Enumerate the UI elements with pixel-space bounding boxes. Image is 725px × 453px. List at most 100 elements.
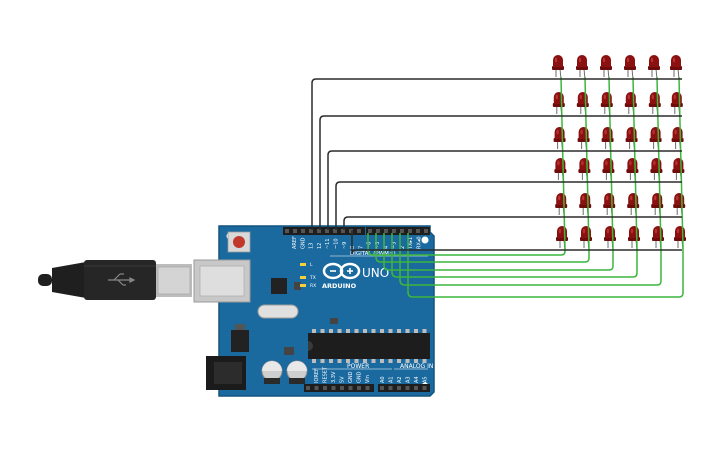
- digital-header-right[interactable]: [366, 227, 430, 235]
- digital-pin-label-15: RX◂0: [417, 236, 423, 249]
- capacitor: [261, 360, 283, 384]
- brand-name: ARDUINO: [322, 282, 357, 290]
- usb-cable-end: [38, 274, 52, 286]
- arduino-logo: ARDUINO UNO: [322, 262, 389, 290]
- atmega-chip: [308, 329, 430, 363]
- digital-pin-label-9: ~6: [367, 242, 373, 249]
- power-pin-label-6: Vin: [365, 375, 371, 383]
- led-r2-c5[interactable]: [648, 92, 661, 117]
- led-r5-c1[interactable]: [555, 193, 568, 218]
- led-r4-c6[interactable]: [672, 158, 685, 183]
- led-r2-c4[interactable]: [624, 92, 637, 117]
- analog-pin-label-3: A3: [406, 376, 412, 383]
- analog-label: ANALOG IN: [400, 363, 433, 370]
- led-r2-c6[interactable]: [670, 92, 683, 117]
- digital-pin-label-7: 8: [350, 246, 356, 249]
- power-pin-label-0: IOREF: [314, 368, 320, 383]
- led-label-rx: RX: [310, 283, 316, 289]
- led-r1-c3[interactable]: [600, 55, 612, 80]
- led-r4-c1[interactable]: [554, 158, 567, 183]
- led-r3-c4[interactable]: [625, 127, 638, 152]
- usb-controller-chip: [271, 278, 287, 294]
- digital-header-left[interactable]: [283, 227, 365, 235]
- digital-pin-label-13: 2: [400, 246, 406, 249]
- analog-pin-label-4: A4: [414, 376, 420, 383]
- led-r4-c2[interactable]: [578, 158, 591, 183]
- board-model: UNO: [362, 266, 389, 280]
- power-pin-label-2: 3.3V: [331, 371, 337, 383]
- led-r5-c2[interactable]: [579, 193, 592, 218]
- power-pin-label-4: GND: [348, 371, 354, 383]
- digital-pin-label-4: ~11: [325, 238, 331, 249]
- digital-pin-label-12: ~3: [392, 242, 398, 249]
- row-wires: [311, 78, 682, 255]
- led-label-tx: TX: [309, 275, 316, 281]
- mount-hole: [421, 236, 429, 244]
- digital-pin-label-6: ~9: [342, 242, 348, 249]
- analog-pin-label-1: A1: [389, 376, 395, 383]
- led-r1-c4[interactable]: [624, 55, 636, 80]
- power-label: POWER: [347, 363, 369, 370]
- led-r4-c3[interactable]: [602, 158, 615, 183]
- led-r6-c5[interactable]: [652, 226, 664, 251]
- capacitor: [286, 360, 308, 384]
- analog-pin-label-2: A2: [397, 376, 403, 383]
- usb-symbol-icon: [108, 273, 136, 286]
- led-r6-c4[interactable]: [628, 226, 640, 251]
- voltage-regulator: [231, 330, 249, 352]
- analog-header[interactable]: [378, 384, 430, 392]
- led-r3-c2[interactable]: [577, 127, 590, 152]
- digital-pin-label-5: ~10: [334, 238, 340, 249]
- led-r6-c1[interactable]: [556, 226, 568, 251]
- digital-pin-label-11: 4: [383, 246, 389, 249]
- led-matrix: [552, 55, 686, 251]
- usb-strain-relief: [52, 262, 86, 298]
- power-header[interactable]: [304, 384, 374, 392]
- led-r3-c3[interactable]: [601, 127, 614, 152]
- crystal-oscillator: [257, 304, 299, 319]
- onboard-leds: L TX RX: [300, 262, 316, 289]
- led-r6-c3[interactable]: [604, 226, 616, 251]
- led-r4-c5[interactable]: [650, 158, 663, 183]
- led-r6-c6[interactable]: [674, 226, 686, 251]
- led-r1-c2[interactable]: [576, 55, 588, 80]
- power-pin-label-5: GND: [357, 371, 363, 383]
- led-r6-c2[interactable]: [580, 226, 592, 251]
- led-r1-c5[interactable]: [648, 55, 660, 80]
- usb-cable[interactable]: [38, 260, 192, 300]
- led-r5-c4[interactable]: [627, 193, 640, 218]
- led-r3-c6[interactable]: [671, 127, 684, 152]
- led-r1-c1[interactable]: [552, 55, 564, 80]
- led-r5-c6[interactable]: [673, 193, 686, 218]
- digital-pin-label-2: 13: [309, 243, 315, 249]
- analog-pin-label-0: A0: [380, 376, 386, 383]
- digital-pin-label-14: TX▸1: [408, 237, 414, 250]
- led-r2-c3[interactable]: [600, 92, 613, 117]
- led-r4-c4[interactable]: [626, 158, 639, 183]
- digital-label: DIGITAL (PWM~): [350, 251, 396, 257]
- column-wires: [367, 76, 684, 298]
- led-r2-c1[interactable]: [552, 92, 565, 117]
- analog-pin-label-5: A5: [423, 376, 429, 383]
- power-pin-label-3: 5V: [340, 376, 346, 383]
- power-pin-label-1: RESET: [323, 366, 329, 383]
- reset-button[interactable]: [233, 236, 245, 248]
- infinity-logo-icon: [322, 262, 361, 280]
- digital-pin-label-8: 7: [358, 246, 364, 249]
- led-r2-c2[interactable]: [576, 92, 589, 117]
- digital-pin-label-0: AREF: [292, 236, 298, 249]
- digital-pin-label-1: GND: [300, 237, 306, 249]
- led-label-l: L: [310, 262, 313, 268]
- led-r1-c6[interactable]: [670, 55, 682, 80]
- digital-pin-label-10: ~5: [375, 242, 381, 249]
- led-r3-c1[interactable]: [553, 127, 566, 152]
- led-r3-c5[interactable]: [649, 127, 662, 152]
- led-r5-c5[interactable]: [651, 193, 664, 218]
- led-r5-c3[interactable]: [603, 193, 616, 218]
- digital-pin-label-3: 12: [317, 243, 323, 249]
